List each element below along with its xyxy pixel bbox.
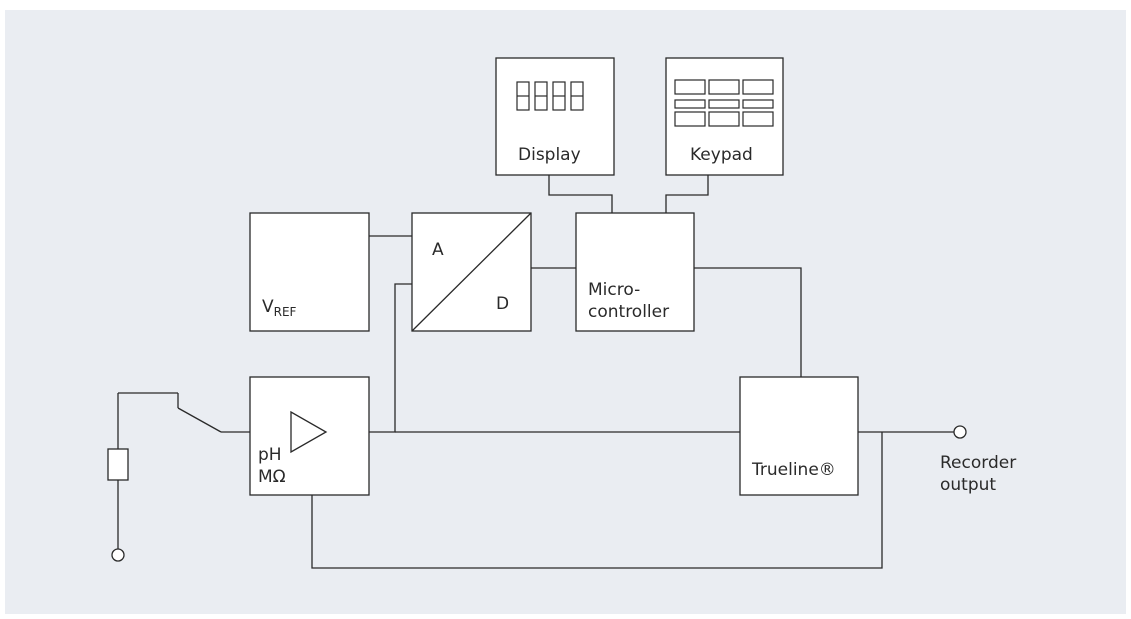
diagram-canvas: Display Keypad VREF A D Micro- control bbox=[5, 10, 1126, 614]
microcontroller-box bbox=[575, 212, 695, 332]
adc-diagonal bbox=[411, 212, 532, 332]
electrode-tip bbox=[111, 548, 125, 562]
trueline-label: Trueline® bbox=[751, 460, 836, 480]
recorder-output-label-line1: Recorder bbox=[940, 453, 1016, 473]
display-label: Display bbox=[518, 145, 581, 165]
keypad-block: Keypad bbox=[665, 57, 784, 176]
amplifier-triangle-icon bbox=[290, 410, 328, 454]
seven-segment-readout-icon bbox=[516, 81, 584, 111]
output-terminal-icon bbox=[953, 425, 967, 439]
display-box bbox=[495, 57, 615, 176]
connection-wires bbox=[221, 175, 954, 569]
amplifier-label-line2: MΩ bbox=[258, 467, 286, 487]
electrode-icon bbox=[107, 392, 222, 562]
adc-input-label: A bbox=[432, 240, 444, 260]
display-block: Display bbox=[495, 57, 615, 176]
microcontroller-label-line2: controller bbox=[588, 302, 669, 322]
trueline-box bbox=[739, 376, 859, 496]
trueline-block: Trueline® bbox=[739, 376, 859, 496]
microcontroller-block: Micro- controller bbox=[575, 212, 695, 332]
amplifier-label-line1: pH bbox=[258, 445, 282, 465]
recorder-output-label-line2: output bbox=[940, 475, 996, 495]
adc-block: A D bbox=[411, 212, 532, 332]
recorder-output: Recorder output bbox=[940, 425, 1016, 495]
adc-output-label: D bbox=[496, 294, 509, 314]
amplifier-box bbox=[249, 376, 370, 496]
vref-label: VREF bbox=[262, 297, 297, 319]
microcontroller-label-line1: Micro- bbox=[588, 280, 640, 300]
vref-box bbox=[249, 212, 370, 332]
electrode-head bbox=[107, 448, 129, 481]
vref-block: VREF bbox=[249, 212, 370, 332]
keypad-keys-icon bbox=[674, 79, 774, 127]
keypad-box bbox=[665, 57, 784, 176]
keypad-label: Keypad bbox=[690, 145, 753, 165]
amplifier-block: pH MΩ bbox=[249, 376, 370, 496]
